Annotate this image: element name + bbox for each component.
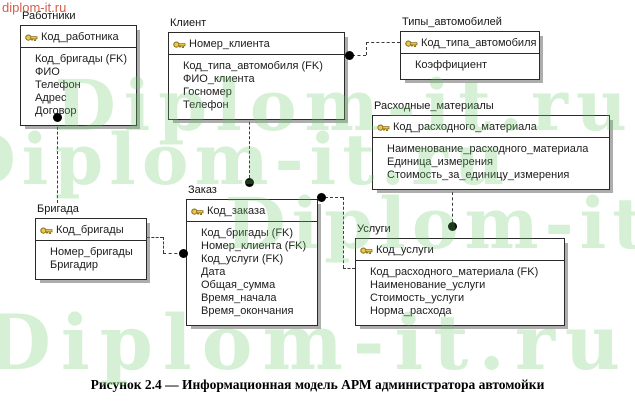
entity-title: Клиент — [170, 17, 207, 29]
pk-attribute: Код_работника — [41, 31, 119, 43]
pk-attribute: Код_типа_автомобиля — [421, 37, 537, 49]
key-icon — [405, 40, 418, 47]
pk-attribute: Код_заказа — [207, 205, 266, 217]
relationship-brigada-rabotniki-line — [57, 117, 58, 203]
attribute: Код_типа_автомобиля (FK) — [183, 60, 323, 72]
entity-box: Код_бригады Номер_бригады Бригадир — [35, 218, 147, 280]
entity-box: Код_расходного_материала Наименование_ра… — [372, 115, 610, 190]
relationship-child-dot — [447, 221, 457, 231]
relationship-brigada-zakaz-line — [163, 237, 164, 253]
key-icon — [40, 227, 53, 234]
attribute: Бригадир — [50, 259, 99, 271]
relationship-rashod-uslugi-line — [452, 192, 453, 222]
relationship-tipy-klient-line — [366, 42, 367, 55]
relationship-child-dot — [178, 248, 188, 258]
key-icon — [191, 208, 204, 215]
key-icon — [360, 247, 373, 254]
relationship-uslugi-zakaz-line — [325, 197, 343, 198]
entity-title: Типы_автомобилей — [402, 16, 502, 28]
attribute: Код_расходного_материала (FK) — [370, 266, 539, 278]
attribute: Наименование_услуги — [370, 279, 486, 291]
attribute: Код_услуги (FK) — [201, 253, 284, 265]
entity-box: Номер_клиента Код_типа_автомобиля (FK) Ф… — [168, 32, 345, 120]
primary-key-row: Код_типа_автомобиля — [401, 32, 539, 54]
attribute-list: Номер_бригады Бригадир — [36, 241, 146, 279]
key-icon — [377, 124, 390, 131]
attribute: Норма_расхода — [370, 305, 452, 317]
attribute: Код_бригады (FK) — [35, 53, 128, 65]
attribute: Наименование_расходного_материала — [387, 143, 589, 155]
entity-klient: Клиент Номер_клиента Код_типа_автомобиля… — [168, 17, 345, 120]
key-icon — [173, 41, 186, 48]
attribute: Договор — [35, 105, 77, 117]
relationship-tipy-klient-line — [366, 42, 400, 43]
relationship-uslugi-zakaz-line — [343, 268, 355, 269]
attribute: ФИО — [35, 66, 60, 78]
attribute-list: Коэффициент — [401, 54, 539, 79]
attribute: Единица_измерения — [387, 156, 493, 168]
primary-key-row: Код_бригады — [36, 219, 146, 241]
attribute-list: Наименование_расходного_материала Единиц… — [373, 138, 609, 189]
attribute: Телефон — [183, 99, 229, 111]
relationship-brigada-zakaz-line — [147, 237, 163, 238]
attribute: Стоимость_услуги — [370, 292, 465, 304]
relationship-uslugi-zakaz-line — [343, 197, 344, 268]
pk-attribute: Номер_клиента — [189, 38, 270, 50]
relationship-child-dot — [316, 192, 326, 202]
attribute: Номер_бригады — [50, 246, 133, 258]
entity-uslugi: Услуги Код_услуги Код_расходного_материа… — [355, 223, 565, 326]
attribute: Коэффициент — [415, 59, 488, 71]
figure-caption: Рисунок 2.4 — Информационная модель АРМ … — [90, 377, 545, 392]
entity-zakaz: Заказ Код_заказа Код_бригады (FK) Номер_… — [186, 184, 318, 326]
attribute: Госномер — [183, 86, 232, 98]
key-icon — [25, 34, 38, 41]
pk-attribute: Код_бригады — [56, 224, 124, 236]
entity-rabotniki: Работники Код_работника Код_бригады (FK)… — [20, 10, 137, 126]
entity-box: Код_заказа Код_бригады (FK) Номер_клиент… — [186, 199, 318, 326]
entity-title: Бригада — [37, 203, 79, 215]
entity-title: Расходные_материалы — [374, 100, 494, 112]
relationship-child-dot — [244, 177, 254, 187]
relationship-brigada-zakaz-line — [163, 253, 183, 254]
attribute: Время_окончания — [201, 305, 294, 317]
relationship-tipy-klient-line — [352, 55, 366, 56]
attribute: Дата — [201, 266, 226, 278]
attribute-list: Код_расходного_материала (FK) Наименован… — [356, 261, 564, 325]
relationship-child-dot — [344, 50, 354, 60]
attribute: Код_бригады (FK) — [201, 227, 294, 239]
entity-title: Услуги — [357, 223, 391, 235]
attribute-list: Код_бригады (FK) ФИО Телефон Адрес Догов… — [21, 48, 136, 125]
attribute: Адрес — [35, 92, 67, 104]
primary-key-row: Код_работника — [21, 26, 136, 48]
attribute: ФИО_клиента — [183, 73, 255, 85]
entity-box: Код_услуги Код_расходного_материала (FK)… — [355, 238, 565, 326]
entity-title: Работники — [22, 10, 76, 22]
entity-box: Код_типа_автомобиля Коэффициент — [400, 31, 540, 80]
primary-key-row: Код_расходного_материала — [373, 116, 609, 138]
entity-box: Код_работника Код_бригады (FK) ФИО Телеф… — [20, 25, 137, 126]
entity-rashodnye-materialy: Расходные_материалы Код_расходного_матер… — [372, 100, 610, 190]
attribute: Телефон — [35, 79, 81, 91]
primary-key-row: Код_заказа — [187, 200, 317, 222]
entity-title: Заказ — [188, 184, 217, 196]
relationship-klient-zakaz-line — [249, 112, 250, 178]
attribute-list: Код_бригады (FK) Номер_клиента (FK) Код_… — [187, 222, 317, 325]
attribute-list: Код_типа_автомобиля (FK) ФИО_клиента Гос… — [169, 55, 344, 119]
relationship-child-dot — [52, 112, 62, 122]
pk-attribute: Код_услуги — [376, 244, 434, 256]
attribute: Номер_клиента (FK) — [201, 240, 307, 252]
entity-brigada: Бригада Код_бригады Номер_бригады Бригад… — [35, 203, 147, 280]
pk-attribute: Код_расходного_материала — [393, 121, 537, 133]
attribute: Общая_сумма — [201, 279, 276, 291]
attribute: Время_начала — [201, 292, 277, 304]
primary-key-row: Код_услуги — [356, 239, 564, 261]
primary-key-row: Номер_клиента — [169, 33, 344, 55]
attribute: Стоимость_за_единицу_измерения — [387, 169, 570, 181]
entity-tipy-avtomobiley: Типы_автомобилей Код_типа_автомобиля Коэ… — [400, 16, 540, 80]
